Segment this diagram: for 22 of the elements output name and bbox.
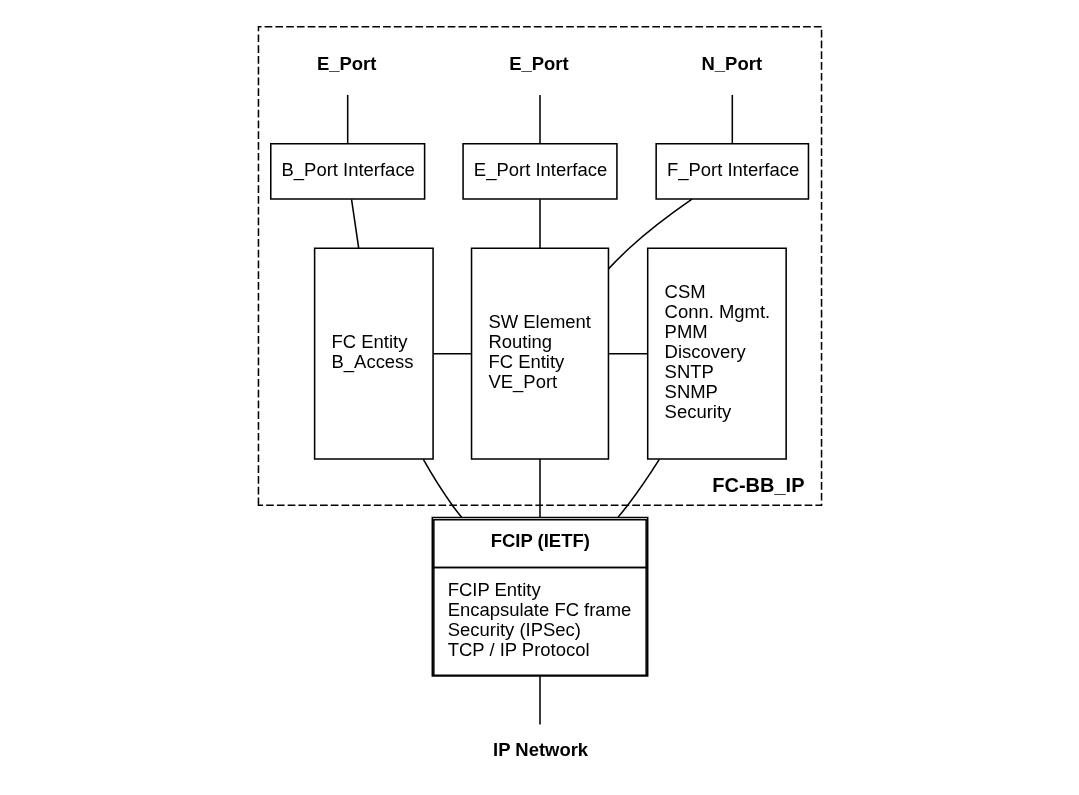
node-text: N_Port xyxy=(701,52,762,74)
connector xyxy=(538,458,541,518)
connector xyxy=(538,675,541,726)
node-box: F_Port Interface xyxy=(654,142,809,200)
connector xyxy=(607,198,693,270)
connector xyxy=(731,94,733,144)
connector xyxy=(432,352,472,355)
node-text: E_Port xyxy=(508,52,569,74)
node-box: SW Element Routing FC Entity VE_Port xyxy=(470,247,609,460)
node-box: E_Port Interface xyxy=(461,142,618,200)
connector xyxy=(346,94,348,144)
node-box: FC Entity B_Access xyxy=(313,247,434,460)
node-box: CSM Conn. Mgmt. PMM Discovery SNTP SNMP Security xyxy=(646,247,787,460)
connector xyxy=(538,94,541,144)
connector xyxy=(350,198,359,249)
node-text: E_Port xyxy=(316,52,376,74)
node-box: B_Port Interface xyxy=(269,142,425,200)
connector xyxy=(538,198,541,249)
connector xyxy=(421,458,462,519)
connector xyxy=(607,352,648,355)
node-text: IP Network xyxy=(492,739,588,761)
connector xyxy=(616,458,660,518)
